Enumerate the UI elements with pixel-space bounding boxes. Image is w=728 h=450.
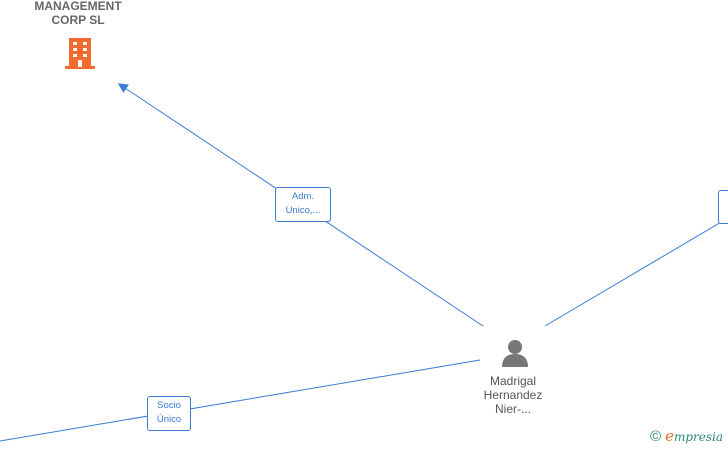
- company-node-label[interactable]: MANAGEMENT CORP SL: [18, 0, 138, 27]
- edge-person-to-right: [544, 217, 728, 327]
- edge-label-adm-line2: Unico,...: [285, 205, 321, 216]
- edge-label-socio-line1: Socio: [157, 400, 181, 411]
- edge-label-adm-unico[interactable]: Adm. Unico,...: [275, 187, 331, 222]
- copyright-icon: ©: [650, 427, 662, 445]
- brand-name-text: mpresia: [673, 430, 724, 444]
- company-name-line2: CORP SL: [51, 13, 105, 27]
- edge-person-to-left: [0, 359, 481, 442]
- edge-label-socio-unico[interactable]: Socio Único: [147, 396, 191, 431]
- person-name-line1: Madrigal: [489, 374, 537, 388]
- edge-label-adm-line1: Adm.: [291, 191, 315, 202]
- edge-label-socio-line2: Único: [156, 414, 182, 425]
- brand-name: empresia: [665, 428, 723, 445]
- brand-e: e: [665, 427, 674, 445]
- person-node-label[interactable]: Madrigal Hernandez Nier-...: [463, 374, 563, 416]
- person-name-line2: Hernandez: [483, 388, 543, 402]
- edge-label-right-partial[interactable]: [718, 190, 728, 224]
- person-icon[interactable]: [500, 338, 530, 368]
- company-name-line1: MANAGEMENT: [34, 0, 122, 13]
- brand-watermark: © empresia: [650, 428, 723, 445]
- person-name-line3: Nier-...: [495, 402, 531, 416]
- building-icon[interactable]: [64, 36, 96, 70]
